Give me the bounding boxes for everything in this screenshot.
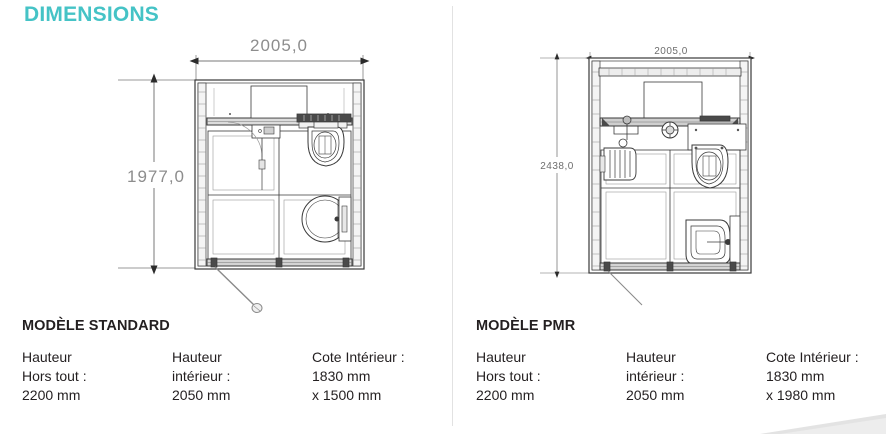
width-dimension-label-pmr: 2005,0 bbox=[654, 46, 688, 57]
toilet-standard bbox=[307, 121, 345, 167]
spec-col-height-interior-pmr: Hauteur intérieur : 2050 mm bbox=[626, 348, 766, 405]
spec-col-interior-dims-pmr: Cote Intérieur : 1830 mm x 1980 mm bbox=[766, 348, 859, 405]
spec-line: Hauteur bbox=[626, 349, 676, 365]
spec-line: 1830 mm bbox=[312, 368, 371, 384]
handle-callout-pmr bbox=[607, 270, 643, 306]
height-dimension-label-standard: 1977,0 bbox=[127, 167, 185, 186]
floorplan-svg-standard: 2005,0 1977,0 bbox=[110, 36, 370, 313]
technical-drawing-standard: 2005,0 1977,0 bbox=[8, 30, 438, 315]
ceiling-rail-standard bbox=[206, 85, 353, 126]
valve-wheel-pmr bbox=[661, 121, 679, 139]
spec-block-pmr: MODÈLE PMR Hauteur Hors tout : 2200 mm H… bbox=[476, 318, 886, 405]
spec-line: Hauteur bbox=[172, 349, 222, 365]
spec-line: intérieur : bbox=[172, 368, 231, 384]
spec-line: Hauteur bbox=[476, 349, 526, 365]
height-dimension-pmr: 2438,0 bbox=[530, 53, 592, 278]
spec-line: 2200 mm bbox=[22, 387, 81, 403]
model-heading-pmr: MODÈLE PMR bbox=[476, 318, 576, 334]
column-divider bbox=[452, 6, 453, 426]
page-title: DIMENSIONS bbox=[24, 3, 160, 26]
spec-col-height-interior-standard: Hauteur intérieur : 2050 mm bbox=[172, 348, 312, 405]
technical-drawing-pmr: 2005,0 2438,0 bbox=[462, 30, 886, 315]
ceiling-slats-pmr bbox=[598, 67, 742, 77]
spec-line: x 1980 mm bbox=[766, 387, 836, 403]
spec-line: Hors tout : bbox=[476, 368, 541, 384]
floor-rail-pmr bbox=[599, 261, 741, 272]
spec-line: Cote Intérieur : bbox=[766, 349, 859, 365]
floorplan-svg-pmr: 2005,0 2438,0 bbox=[530, 42, 755, 306]
spec-col-height-overall-pmr: Hauteur Hors tout : 2200 mm bbox=[476, 348, 626, 405]
spec-line: Hauteur bbox=[22, 349, 72, 365]
spec-line: intérieur : bbox=[626, 368, 685, 384]
grab-bar-pmr bbox=[613, 115, 639, 148]
spec-line: Cote Intérieur : bbox=[312, 349, 405, 365]
spec-line: x 1500 mm bbox=[312, 387, 382, 403]
width-dimension-label-standard: 2005,0 bbox=[250, 36, 308, 55]
toilet-pmr bbox=[691, 144, 729, 189]
model-column-pmr: 2005,0 2438,0 bbox=[462, 30, 886, 430]
floor-rail-standard bbox=[206, 257, 353, 268]
model-column-standard: 2005,0 1977,0 bbox=[8, 30, 438, 430]
ceiling-panel-pmr bbox=[643, 81, 703, 119]
spec-line: 2050 mm bbox=[172, 387, 231, 403]
sink-standard bbox=[301, 195, 352, 243]
spec-col-interior-dims-standard: Cote Intérieur : 1830 mm x 1500 mm bbox=[312, 348, 405, 405]
urinal-pmr bbox=[685, 215, 741, 265]
spec-block-standard: MODÈLE STANDARD Hauteur Hors tout : 2200… bbox=[22, 318, 432, 405]
height-dimension-label-pmr: 2438,0 bbox=[540, 161, 574, 172]
height-dimension-standard: 1977,0 bbox=[110, 73, 202, 275]
dispenser-standard bbox=[251, 124, 281, 139]
spec-col-height-overall-standard: Hauteur Hors tout : 2200 mm bbox=[22, 348, 172, 405]
handle-callout-standard bbox=[214, 266, 263, 313]
spec-line: 2200 mm bbox=[476, 387, 535, 403]
spec-line: 2050 mm bbox=[626, 387, 685, 403]
radiator-pmr bbox=[599, 147, 637, 181]
spec-line: 1830 mm bbox=[766, 368, 825, 384]
model-heading-standard: MODÈLE STANDARD bbox=[22, 318, 170, 334]
pipe-standard bbox=[258, 138, 266, 190]
spec-line: Hors tout : bbox=[22, 368, 87, 384]
